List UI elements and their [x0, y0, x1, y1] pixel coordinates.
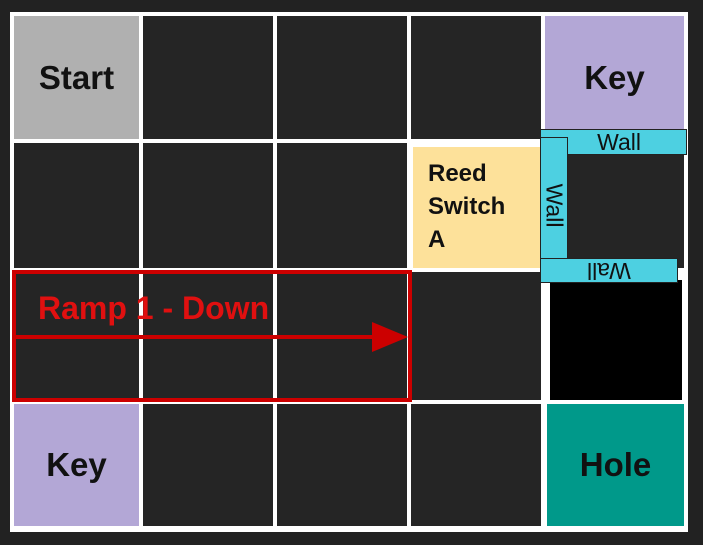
wall-vertical-label: Wall: [541, 183, 568, 227]
grid-cell: [14, 143, 139, 268]
grid-cell: [411, 272, 541, 400]
reed-switch-label-line1: Reed: [428, 160, 487, 187]
wall-vertical: Wall: [540, 137, 568, 273]
pit-cell: [550, 280, 682, 400]
grid-cell: [411, 16, 541, 139]
grid-cell: [143, 143, 273, 268]
reed-switch-cell: Reed Switch A: [413, 147, 541, 268]
grid-cell: [143, 404, 273, 526]
key-label: Key: [46, 446, 107, 483]
wall-bottom: Wall: [540, 258, 678, 284]
grid-cell: [277, 272, 407, 400]
hole-label: Hole: [579, 446, 652, 483]
wall-top-label: Wall: [597, 128, 641, 155]
key-cell-top: Key: [545, 16, 684, 139]
wall-bottom-label: Wall: [587, 258, 631, 284]
grid-cell: [277, 143, 407, 268]
hole-cell: Hole: [547, 404, 684, 526]
key-label: Key: [584, 58, 645, 96]
grid-cell: [277, 16, 407, 139]
grid-cell: [143, 16, 273, 139]
reed-switch-label-line3: A: [428, 226, 446, 253]
start-cell: Start: [14, 16, 139, 139]
ramp-label: Ramp 1 - Down: [38, 290, 270, 326]
key-cell-bottom: Key: [14, 404, 139, 526]
reed-switch-label-line2: Switch: [428, 193, 506, 220]
start-label: Start: [38, 58, 115, 96]
grid-cell: [545, 143, 684, 268]
maze-board: Start Key Reed Switch A Key Hole: [10, 12, 688, 532]
grid-cell: [277, 404, 407, 526]
grid-cell: [411, 404, 541, 526]
